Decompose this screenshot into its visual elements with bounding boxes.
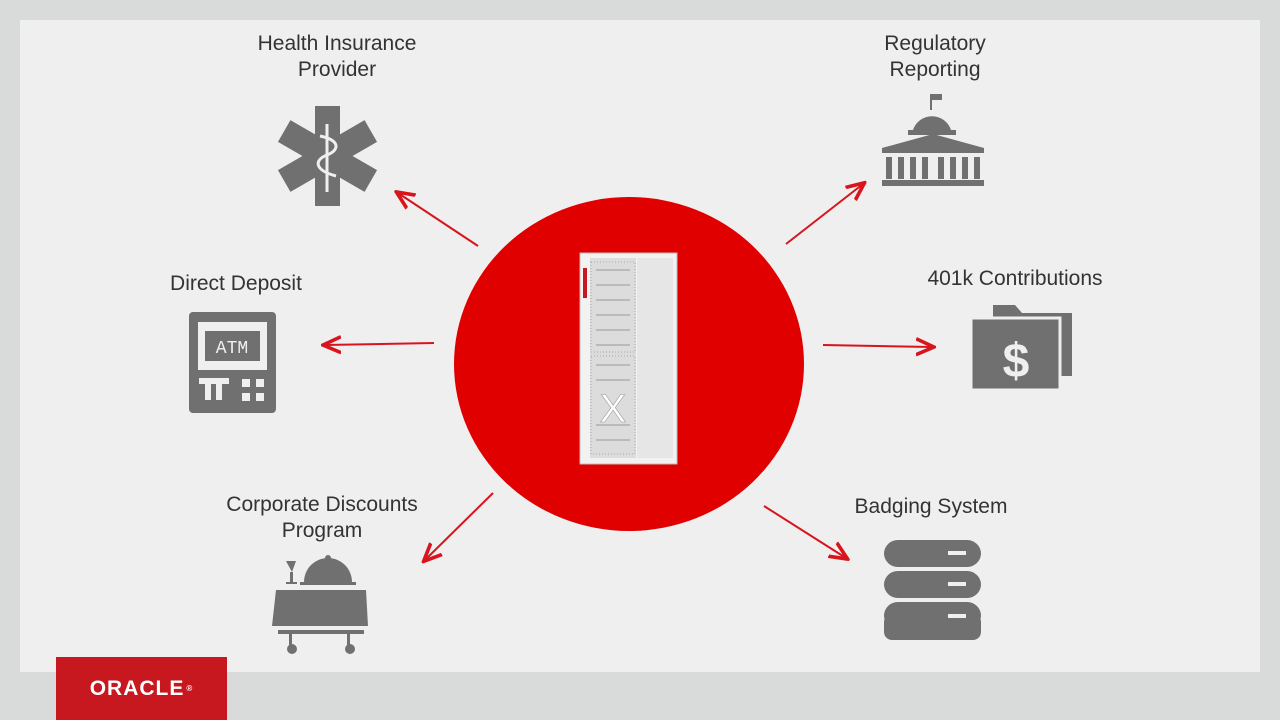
- label-badging-system: Badging System: [854, 495, 1008, 518]
- oracle-logo-text: ORACLE: [89, 676, 185, 700]
- atm-icon: ATM: [189, 312, 276, 413]
- database-icon: [884, 540, 981, 640]
- label-regulatory-reporting: Regulatory Reporting: [884, 32, 986, 81]
- dollar-folder-icon: $: [969, 305, 1072, 392]
- oracle-logo: ORACLE®: [56, 657, 227, 720]
- arrow-to-regulatory: [785, 184, 863, 245]
- food-cart-icon: [272, 555, 368, 654]
- arrow-to-health: [398, 193, 479, 247]
- svg-text:$: $: [1003, 335, 1030, 388]
- label-direct-deposit: Direct Deposit: [170, 272, 302, 295]
- svg-text:ATM: ATM: [216, 339, 248, 359]
- arrow-to-discounts: [425, 492, 494, 560]
- server-rack-icon: X: [579, 252, 678, 465]
- label-health-insurance-provider: Health Insurance Provider: [257, 32, 417, 81]
- medical-star-of-life-icon: [277, 106, 378, 206]
- arrow-to-deposit: [325, 343, 435, 345]
- label-401k-contributions: 401k Contributions: [927, 267, 1103, 290]
- arrow-to-401k: [822, 345, 932, 347]
- government-building-icon: [882, 94, 984, 186]
- registered-mark: ®: [186, 684, 194, 693]
- label-corporate-discounts-program: Corporate Discounts Program: [226, 493, 418, 542]
- arrow-to-badging: [763, 505, 846, 558]
- rack-letter: X: [600, 387, 627, 431]
